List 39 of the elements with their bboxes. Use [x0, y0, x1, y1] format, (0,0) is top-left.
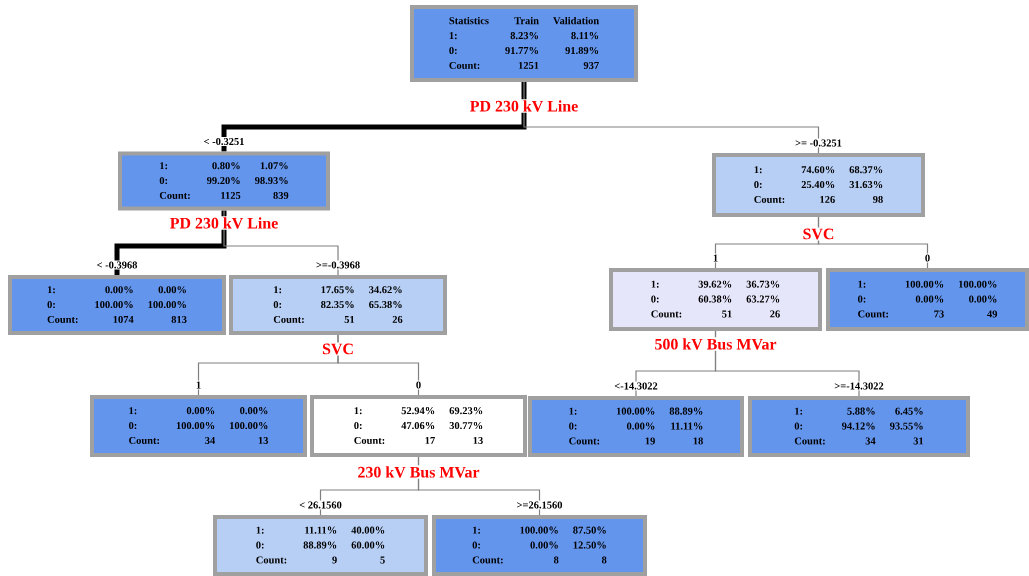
tree-node-box: 1: 100.00% 100.00% 0: 0.00% 0.00% Count: 73 49: [826, 268, 1029, 331]
tree-node-box: 1: 11.11% 40.00% 0: 88.89% 60.00% Count: 9 5: [213, 515, 428, 576]
split-label: 500 kV Bus MVar: [653, 337, 778, 351]
edge-label: 1: [196, 381, 201, 389]
connector-line: [221, 82, 527, 152]
split-label: SVC: [321, 342, 355, 356]
tree-node-box: 1: 0.00% 0.00% 0: 100.00% 100.00% Count: 34 13: [90, 395, 307, 457]
connector-line: [714, 330, 860, 397]
connector-line: [523, 81, 820, 154]
tree-node-box: 1: 0.80% 1.07% 0: 99.20% 98.93% Count: 1125 839: [118, 151, 330, 211]
tree-node-box: 1: 74.60% 68.37% 0: 25.40% 31.63% Count: 126 98: [712, 153, 925, 217]
connector-line: [337, 334, 420, 396]
edge-label: <-14.3022: [614, 382, 658, 390]
tree-node-box: 1: 17.65% 34.62% 0: 82.35% 65.38% Count: 51 26: [229, 275, 447, 335]
edge-label: >= -0.3251: [795, 139, 842, 147]
connector-line: [223, 209, 339, 276]
edge-label: < -0.3251: [204, 137, 244, 146]
tree-node-box: 1: 39.62% 36.73% 0: 60.38% 63.27% Count: 51 26: [609, 268, 822, 331]
edge-label: 0: [925, 254, 930, 262]
edge-label: 1: [713, 254, 718, 262]
connector-line: [817, 216, 929, 269]
connector-line: [114, 210, 227, 275]
tree-node-box: 1: 52.94% 69.23% 0: 47.06% 30.77% Count: 17 13: [310, 395, 527, 457]
edge-label: >=-0.3968: [316, 261, 360, 269]
edge-label: >=26.1560: [517, 501, 563, 509]
tree-node-box: Statistics Train Validation 1: 8.23% 8.11% 0: 91.77% 91.89% Count: 1251 937: [410, 5, 638, 82]
split-label: 230 kV Bus MVar: [356, 465, 481, 479]
edge-label: < 26.1560: [299, 501, 342, 509]
split-label: SVC: [801, 227, 836, 241]
tree-node-box: 1: 0.00% 0.00% 0: 100.00% 100.00% Count: 1074 813: [8, 275, 226, 335]
tree-node-box: 1: 100.00% 87.50% 0: 0.00% 12.50% Count: 8 8: [432, 515, 647, 576]
split-label: PD 230 kV Line: [468, 99, 580, 113]
edge-label: < -0.3968: [97, 261, 138, 269]
edge-label: >=-14.3022: [834, 382, 884, 390]
split-label: PD 230 kV Line: [168, 216, 280, 230]
tree-node-box: 1: 100.00% 88.89% 0: 0.00% 11.11% Count: 19 18: [528, 396, 744, 457]
connector-line: [417, 456, 541, 516]
edge-label: 0: [416, 381, 421, 389]
tree-node-box: 1: 5.88% 6.45% 0: 94.12% 93.55% Count: 34 31: [748, 396, 970, 457]
